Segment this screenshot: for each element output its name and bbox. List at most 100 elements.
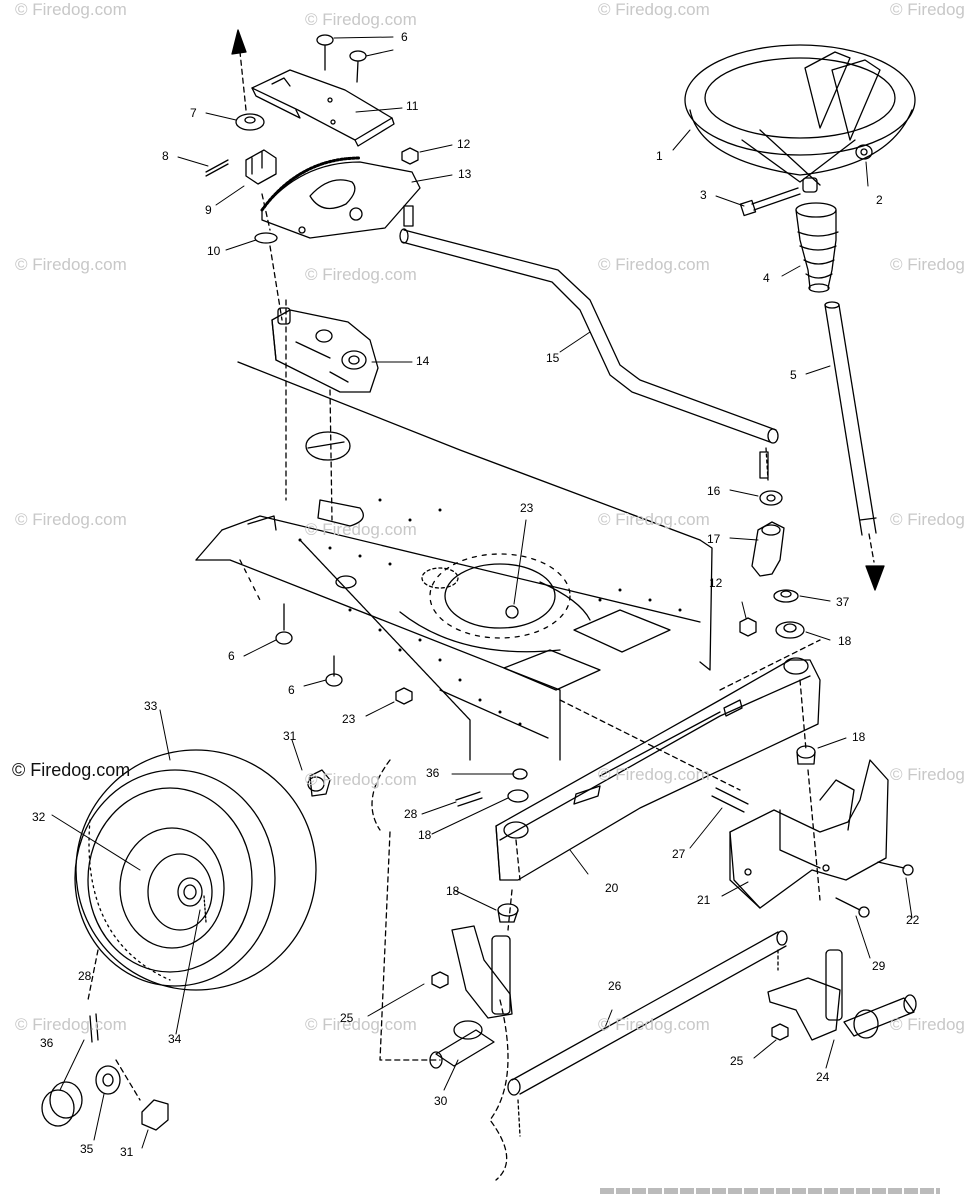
callout-label: 34 bbox=[168, 1032, 182, 1046]
pivot-pin bbox=[455, 791, 483, 807]
steering-wheel bbox=[684, 44, 916, 193]
watermark: © Firedog.com bbox=[598, 1015, 710, 1034]
watermark: © Firedog.com bbox=[15, 1015, 127, 1034]
watermark: © Firedog.com bbox=[890, 255, 965, 274]
spindle-right bbox=[767, 949, 917, 1041]
bolt-6-top bbox=[316, 34, 367, 83]
callout-label: 8 bbox=[162, 149, 169, 163]
steering-bracket bbox=[271, 307, 379, 393]
callout-label: 23 bbox=[520, 501, 534, 515]
callout-label: 22 bbox=[906, 913, 920, 927]
watermark: © Firedog.com bbox=[305, 10, 417, 29]
watermark: © Firedog.com bbox=[305, 770, 417, 789]
axle-bracket bbox=[729, 759, 889, 909]
callout-label: 28 bbox=[404, 807, 418, 821]
callout-label: 27 bbox=[672, 847, 686, 861]
watermark: © Firedog.com bbox=[598, 0, 710, 19]
center-line-b bbox=[507, 839, 521, 931]
callout-label: 21 bbox=[697, 893, 711, 907]
callout-label: 26 bbox=[608, 979, 622, 993]
callout-label: 20 bbox=[605, 881, 619, 895]
center-line-a bbox=[261, 193, 283, 321]
axle-pin bbox=[711, 787, 749, 813]
steering-plate-cover bbox=[251, 69, 395, 147]
watermark: © Firedog.com bbox=[305, 1015, 417, 1034]
callout-label: 5 bbox=[790, 368, 797, 382]
watermark: © Firedog.com bbox=[890, 0, 965, 19]
wheel-nut bbox=[855, 144, 873, 160]
up-arrow bbox=[231, 29, 247, 111]
callout-label: 18 bbox=[446, 884, 460, 898]
watermark: © Firedog.com bbox=[15, 510, 127, 529]
steering-shaft bbox=[824, 301, 885, 591]
callout-label: 4 bbox=[763, 271, 770, 285]
watermark: © Firedog.com bbox=[598, 765, 710, 784]
spindle-left bbox=[429, 925, 513, 1069]
cotter-pin bbox=[205, 159, 229, 177]
bottom-strip bbox=[600, 1188, 940, 1194]
assembly-lines bbox=[87, 639, 821, 1181]
callout-label: 37 bbox=[836, 595, 850, 609]
callout-label: 36 bbox=[40, 1036, 54, 1050]
callout-label: 18 bbox=[838, 634, 852, 648]
steering-gear-sector bbox=[260, 156, 421, 239]
callout-label: 30 bbox=[434, 1094, 448, 1108]
hub-parts bbox=[41, 769, 331, 1131]
callout-label: 23 bbox=[342, 712, 356, 726]
callout-label: 28 bbox=[78, 969, 92, 983]
leader-lines bbox=[51, 36, 913, 1149]
steering-bellows bbox=[795, 202, 839, 293]
watermark: © Firedog.com bbox=[598, 255, 710, 274]
drag-link bbox=[399, 205, 779, 481]
callout-label: 25 bbox=[730, 1054, 744, 1068]
bracket-bolts bbox=[835, 861, 914, 918]
watermark: © Firedog.com bbox=[15, 255, 127, 274]
callout-label: 6 bbox=[228, 649, 235, 663]
nut-12-top bbox=[401, 147, 419, 165]
callout-label: 31 bbox=[120, 1145, 134, 1159]
callout-label: 12 bbox=[457, 137, 471, 151]
center-line-c bbox=[799, 679, 821, 901]
callout-label: 36 bbox=[426, 766, 440, 780]
watermark: © Firedog.com bbox=[305, 265, 417, 284]
callout-label: 17 bbox=[707, 532, 721, 546]
front-axle bbox=[495, 657, 821, 881]
steering-arm-parts bbox=[739, 451, 805, 639]
callout-label: 10 bbox=[207, 244, 221, 258]
callout-label: 29 bbox=[872, 959, 886, 973]
watermark: © Firedog.com bbox=[890, 510, 965, 529]
callout-label: 18 bbox=[418, 828, 432, 842]
washer-7 bbox=[235, 113, 265, 131]
callout-label: 6 bbox=[288, 683, 295, 697]
callout-label: 24 bbox=[816, 1070, 830, 1084]
callout-label: 3 bbox=[700, 188, 707, 202]
callout-label: 15 bbox=[546, 351, 560, 365]
callout-label: 7 bbox=[190, 106, 197, 120]
watermark: © Firedog.com bbox=[305, 520, 417, 539]
watermark: © Firedog.com bbox=[890, 1015, 965, 1034]
callout-label: 16 bbox=[707, 484, 721, 498]
callout-label: 12 bbox=[709, 576, 723, 590]
watermark: © Firedog.com bbox=[890, 765, 965, 784]
o-ring bbox=[254, 232, 278, 244]
callout-label: 9 bbox=[205, 203, 212, 217]
castle-nut bbox=[245, 149, 277, 185]
tie-rod bbox=[507, 930, 788, 1137]
front-wheel bbox=[74, 749, 317, 991]
callout-label: 35 bbox=[80, 1142, 94, 1156]
callout-label: 14 bbox=[416, 354, 430, 368]
callout-label: 6 bbox=[401, 30, 408, 44]
watermark: © Firedog.com bbox=[15, 0, 127, 19]
wheel-bolt bbox=[739, 187, 801, 217]
frame-holes bbox=[298, 498, 682, 726]
copyright-mark: © Firedog.com bbox=[12, 760, 131, 780]
callout-label: 33 bbox=[144, 699, 158, 713]
tractor-frame bbox=[195, 299, 713, 761]
callout-label: 13 bbox=[458, 167, 472, 181]
callout-label: 25 bbox=[340, 1011, 354, 1025]
callout-label: 18 bbox=[852, 730, 866, 744]
callout-label: 31 bbox=[283, 729, 297, 743]
watermark: © Firedog.com bbox=[598, 510, 710, 529]
callout-label: 2 bbox=[876, 193, 883, 207]
